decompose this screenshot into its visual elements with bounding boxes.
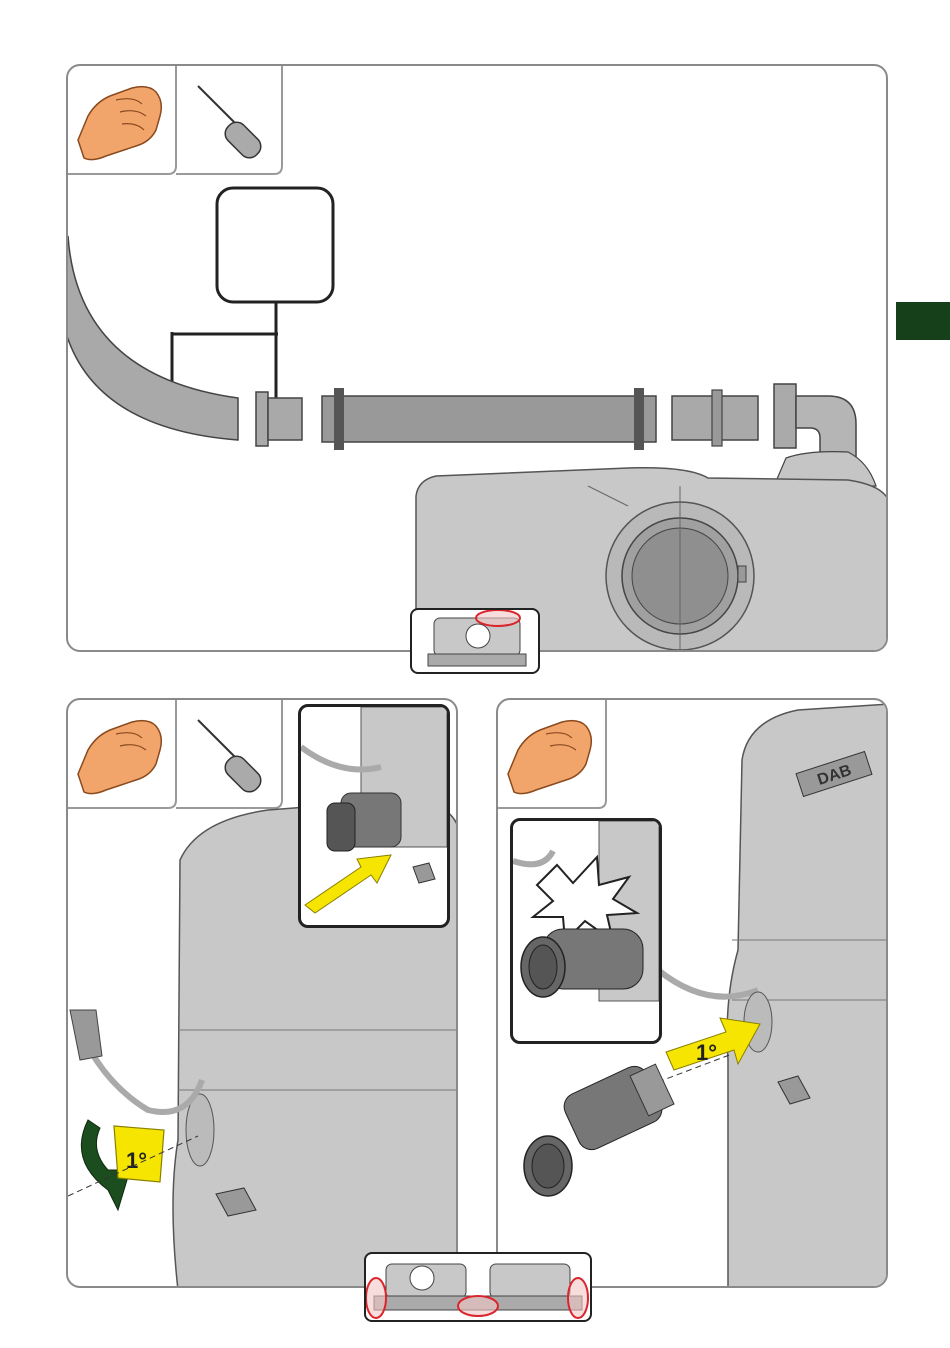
connection-hose [322, 396, 656, 442]
screwdriver-icon [198, 86, 265, 162]
section-tab [896, 302, 950, 340]
hand-icon [78, 87, 161, 160]
highlight-ring [568, 1278, 588, 1318]
push-label: 1° [696, 1040, 717, 1065]
zoom-inset-right [510, 818, 662, 1044]
inset-top-detail [410, 608, 540, 674]
zoom-inset-left [298, 704, 450, 928]
highlight-ring [458, 1296, 498, 1316]
hand-icon [508, 721, 591, 794]
hand-icon [78, 721, 161, 794]
screwdriver-icon [198, 720, 265, 796]
hose-connector [524, 1062, 674, 1196]
panel-top [66, 64, 888, 652]
panel-top-illustration [68, 66, 888, 652]
inset-bottom-detail [364, 1252, 592, 1322]
panel-bottom-left: 1° [66, 698, 458, 1288]
highlight-ring [476, 610, 520, 626]
panel-bottom-right: DAB 1° [496, 698, 888, 1288]
pull-arrow-icon [305, 855, 391, 913]
highlight-ring [366, 1278, 386, 1318]
callout-box [217, 188, 333, 302]
inlet-hose [68, 236, 238, 440]
